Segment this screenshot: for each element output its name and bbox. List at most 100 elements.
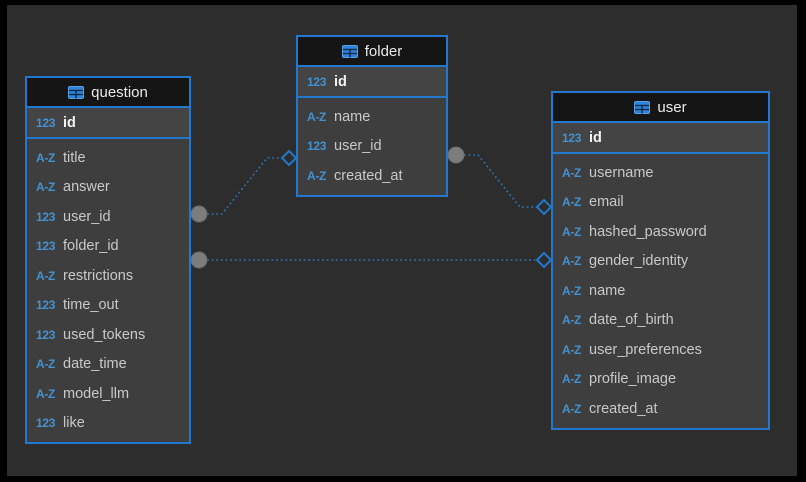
pk-column-row[interactable]: 123 id bbox=[27, 108, 189, 139]
text-type-icon: A-Z bbox=[562, 342, 582, 357]
column-name: profile_image bbox=[589, 371, 677, 388]
table-title: user bbox=[657, 98, 687, 116]
column-row[interactable]: A-Z email bbox=[553, 188, 768, 218]
numeric-type-icon: 123 bbox=[36, 416, 56, 431]
text-type-icon: A-Z bbox=[36, 268, 56, 283]
column-name: id bbox=[589, 129, 602, 146]
table-folder[interactable]: folder 123 id A-Z name 123 user_id A-Z crea… bbox=[296, 35, 448, 197]
pk-column-row[interactable]: 123 id bbox=[298, 67, 446, 98]
relationship-folder-user[interactable] bbox=[447, 146, 553, 216]
column-name: id bbox=[63, 114, 76, 131]
column-row[interactable]: 123 like bbox=[27, 409, 189, 439]
numeric-type-icon: 123 bbox=[307, 74, 327, 89]
text-type-icon: A-Z bbox=[36, 180, 56, 195]
column-name: time_out bbox=[63, 297, 119, 314]
table-title: folder bbox=[364, 42, 403, 60]
column-row[interactable]: A-Z gender_identity bbox=[553, 247, 768, 277]
numeric-type-icon: 123 bbox=[36, 327, 56, 342]
connector-circle bbox=[190, 205, 208, 223]
column-name: user_preferences bbox=[589, 341, 702, 358]
column-row[interactable]: A-Z user_preferences bbox=[553, 335, 768, 365]
connector-diamond bbox=[535, 198, 553, 216]
relationship-line[interactable] bbox=[464, 154, 537, 208]
column-row[interactable]: A-Z date_of_birth bbox=[553, 306, 768, 336]
text-type-icon: A-Z bbox=[562, 165, 582, 180]
relationship-question-folder[interactable] bbox=[190, 149, 298, 223]
column-row[interactable]: A-Z profile_image bbox=[553, 365, 768, 395]
column-row[interactable]: A-Z title bbox=[27, 143, 189, 173]
numeric-type-icon: 123 bbox=[36, 115, 56, 130]
text-type-icon: A-Z bbox=[562, 313, 582, 328]
table-title: question bbox=[91, 83, 148, 101]
column-name: like bbox=[63, 415, 85, 432]
column-name: email bbox=[589, 194, 624, 211]
text-type-icon: A-Z bbox=[307, 109, 327, 124]
column-row[interactable]: 123 used_tokens bbox=[27, 320, 189, 350]
text-type-icon: A-Z bbox=[562, 254, 582, 269]
numeric-type-icon: 123 bbox=[36, 298, 56, 313]
numeric-type-icon: 123 bbox=[36, 209, 56, 224]
column-name: name bbox=[334, 108, 371, 125]
connector-diamond bbox=[280, 149, 298, 167]
text-type-icon: A-Z bbox=[562, 283, 582, 298]
column-name: model_llm bbox=[63, 385, 130, 402]
column-row[interactable]: A-Z hashed_password bbox=[553, 217, 768, 247]
column-name: created_at bbox=[334, 167, 403, 184]
relationship-question-user[interactable] bbox=[190, 251, 553, 269]
pk-column-row[interactable]: 123 id bbox=[553, 123, 768, 154]
column-name: title bbox=[63, 149, 86, 166]
column-row[interactable]: 123 folder_id bbox=[27, 232, 189, 262]
column-name: username bbox=[589, 164, 654, 181]
column-row[interactable]: A-Z username bbox=[553, 158, 768, 188]
column-name: id bbox=[334, 73, 347, 90]
table-icon bbox=[634, 100, 651, 114]
column-name: name bbox=[589, 282, 626, 299]
numeric-type-icon: 123 bbox=[36, 239, 56, 254]
connector-diamond bbox=[535, 251, 553, 269]
numeric-type-icon: 123 bbox=[562, 130, 582, 145]
column-row[interactable]: A-Z created_at bbox=[553, 394, 768, 424]
column-name: used_tokens bbox=[63, 326, 146, 343]
column-list: A-Z name 123 user_id A-Z created_at bbox=[298, 98, 446, 195]
column-row[interactable]: A-Z restrictions bbox=[27, 261, 189, 291]
table-icon bbox=[341, 44, 358, 58]
numeric-type-icon: 123 bbox=[307, 139, 327, 154]
table-user[interactable]: user 123 id A-Z username A-Z email A-Z hash… bbox=[551, 91, 770, 430]
relationship-line[interactable] bbox=[207, 157, 282, 215]
text-type-icon: A-Z bbox=[36, 386, 56, 401]
connector-circle bbox=[447, 146, 465, 164]
column-row[interactable]: A-Z answer bbox=[27, 173, 189, 203]
table-header[interactable]: question bbox=[27, 78, 189, 108]
connector-circle bbox=[190, 251, 208, 269]
text-type-icon: A-Z bbox=[562, 401, 582, 416]
text-type-icon: A-Z bbox=[36, 150, 56, 165]
text-type-icon: A-Z bbox=[562, 372, 582, 387]
text-type-icon: A-Z bbox=[562, 195, 582, 210]
column-row[interactable]: 123 user_id bbox=[298, 132, 446, 162]
column-name: hashed_password bbox=[589, 223, 707, 240]
column-name: created_at bbox=[589, 400, 658, 417]
table-icon bbox=[68, 85, 85, 99]
column-name: gender_identity bbox=[589, 253, 689, 270]
column-name: date_of_birth bbox=[589, 312, 674, 329]
column-name: restrictions bbox=[63, 267, 134, 284]
column-name: answer bbox=[63, 179, 110, 196]
table-header[interactable]: folder bbox=[298, 37, 446, 67]
text-type-icon: A-Z bbox=[36, 357, 56, 372]
column-row[interactable]: 123 time_out bbox=[27, 291, 189, 321]
column-name: folder_id bbox=[63, 238, 119, 255]
table-header[interactable]: user bbox=[553, 93, 768, 123]
column-row[interactable]: A-Z created_at bbox=[298, 161, 446, 191]
text-type-icon: A-Z bbox=[562, 224, 582, 239]
column-row[interactable]: A-Z name bbox=[553, 276, 768, 306]
column-row[interactable]: A-Z name bbox=[298, 102, 446, 132]
text-type-icon: A-Z bbox=[307, 168, 327, 183]
column-name: user_id bbox=[334, 138, 382, 155]
column-row[interactable]: A-Z model_llm bbox=[27, 379, 189, 409]
